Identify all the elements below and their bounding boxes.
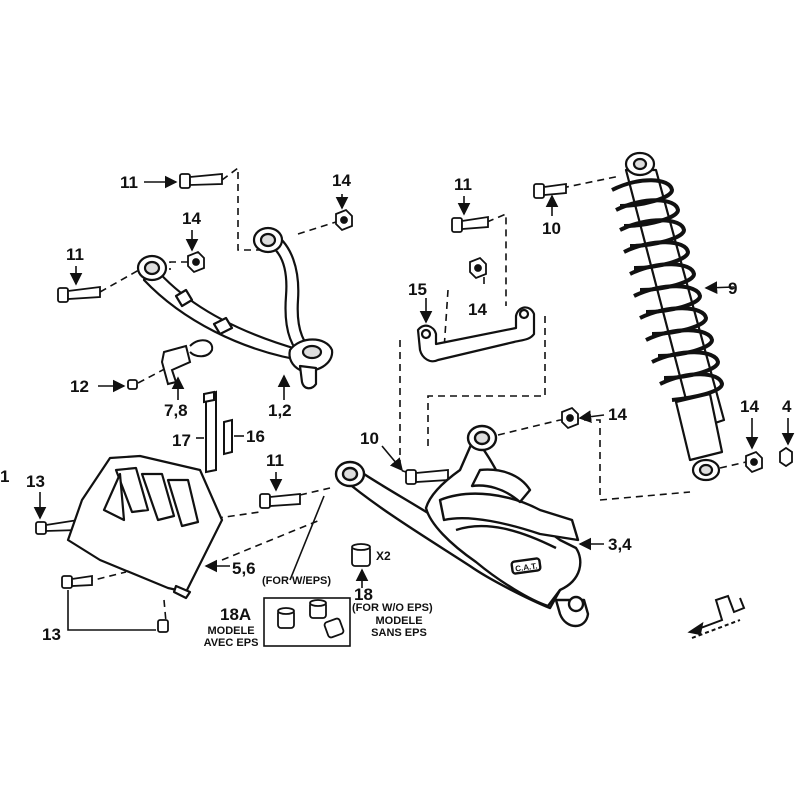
leader-lines (33, 175, 795, 631)
lower-arm-stamp: C.A.T. (515, 561, 538, 573)
callout-7-8: 7,8 (164, 401, 188, 420)
callout-1-2: 1,2 (268, 401, 292, 420)
callout-17: 17 (172, 431, 191, 450)
callout-18: 18 (354, 585, 373, 604)
callout-14-lower-arm: 14 (608, 405, 627, 424)
callout-9: 9 (728, 279, 738, 298)
note-modele-sans-eps: MODELE SANS EPS (358, 615, 440, 639)
callout-10-lower: 10 (360, 429, 379, 448)
callout-14-top: 14 (332, 171, 351, 190)
callout-15: 15 (408, 280, 427, 299)
callout-11-middle: 11 (454, 175, 472, 194)
coil-shock (611, 151, 726, 482)
callout-11-top-left: 11 (120, 173, 138, 192)
lower-control-arm: C.A.T. (334, 424, 590, 628)
callout-12: 12 (70, 377, 89, 396)
front-direction-icon (687, 594, 746, 639)
callout-13-upper: 13 (26, 472, 45, 491)
callout-x2: X2 (376, 549, 391, 563)
note-for-wo-eps: (FOR W/O EPS) (352, 602, 433, 614)
callout-5-6: 5,6 (232, 559, 256, 578)
note-for-w-eps: (FOR W/EPS) (262, 575, 332, 587)
note-modele-avec-line1: MODELE (207, 625, 255, 637)
callout-10-top: 10 (542, 219, 561, 238)
callout-14-right: 14 (740, 397, 759, 416)
note-modele-avec-line2: AVEC EPS (203, 636, 259, 649)
callout-14-upper-left: 14 (182, 209, 201, 228)
bracket-7-8 (160, 339, 214, 386)
note-modele-avec-eps: MODELE AVEC EPS (200, 625, 262, 649)
callout-3-4: 3,4 (608, 535, 632, 554)
callout-13-lower: 13 (42, 625, 61, 644)
callout-4: 4 (782, 397, 792, 416)
parts-16-17 (203, 390, 233, 474)
callout-1: 1 (0, 467, 10, 486)
bracket-15 (416, 306, 536, 363)
callout-11-left: 11 (66, 245, 84, 264)
bolts (35, 173, 567, 633)
skid-plate (66, 454, 224, 600)
bushings (263, 543, 371, 647)
callout-11-lower: 11 (266, 451, 284, 470)
callout-18a: 18A (220, 605, 252, 624)
note-modele-sans-line2: SANS EPS (371, 626, 427, 639)
note-modele-sans-line1: MODELE (375, 615, 423, 627)
callout-16: 16 (246, 427, 265, 446)
callout-14-bracket: 14 (468, 300, 487, 319)
nuts (187, 208, 793, 474)
upper-control-arm (136, 226, 334, 390)
